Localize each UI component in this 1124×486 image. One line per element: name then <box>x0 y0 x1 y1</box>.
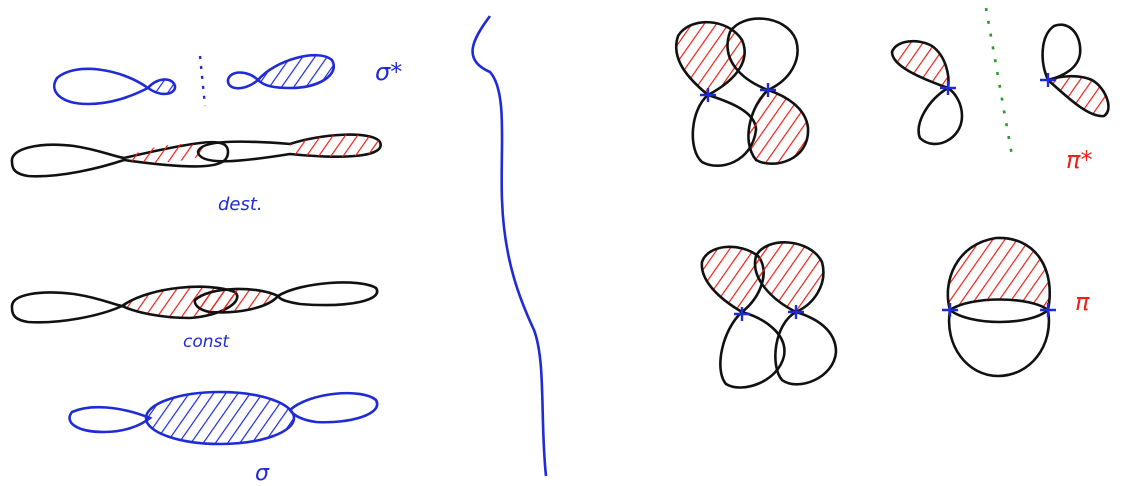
constructive-right-lobe <box>278 282 377 305</box>
pi-bottom-lobe <box>949 310 1049 376</box>
pi-overlap-top-left <box>676 19 808 166</box>
constructive-left-lobe <box>12 293 122 323</box>
constructive-overlap: const <box>12 282 377 352</box>
sigma-center-lobe <box>146 392 294 444</box>
pi-star-label: π* <box>1066 146 1092 174</box>
pi-bonding-orbital: π <box>942 238 1090 376</box>
pi-star-orbital-pair: π* <box>892 8 1108 174</box>
sigma-star-right-lobe <box>258 55 334 88</box>
sigma-star-right-small-lobe <box>228 73 258 89</box>
p-orbital-a-top-lobe <box>676 22 744 95</box>
p-orbital-d-top-lobe <box>755 242 823 312</box>
pi-star-right-top-lobe <box>1043 25 1081 80</box>
p-orbital-c-top-lobe <box>702 247 764 312</box>
destructive-label: dest. <box>218 194 263 215</box>
divider-line <box>473 16 546 476</box>
pi-star-left-top-lobe <box>892 41 948 88</box>
pi-star-node-line <box>986 8 1012 156</box>
sigma-left-lobe <box>70 407 150 432</box>
pi-star-right-bottom-lobe <box>1048 76 1108 116</box>
pi-overlap-bottom-left <box>702 242 836 387</box>
pi-top-lobe <box>948 238 1050 310</box>
sigma-bonding-orbital: σ <box>70 392 378 486</box>
destructive-right-hatch <box>290 135 381 157</box>
sigma-star-orbital-pair: σ* <box>54 55 402 106</box>
sigma-star-left-lobe <box>54 69 148 104</box>
p-orbital-b-bottom-lobe <box>748 90 808 164</box>
sigma-star-left-small-lobe <box>148 79 175 94</box>
sigma-right-lobe <box>290 393 377 422</box>
destructive-overlap: dest. <box>12 135 381 215</box>
p-orbital-a-bottom-lobe <box>693 95 756 166</box>
sigma-star-node-line <box>200 56 205 106</box>
constructive-label: const <box>183 332 230 352</box>
pi-label: π <box>1075 288 1090 316</box>
pi-star-left-bottom-lobe <box>919 88 962 144</box>
sigma-star-label: σ* <box>375 58 402 86</box>
sigma-label: σ <box>255 461 270 486</box>
constructive-middle-lobe-b <box>195 289 278 312</box>
